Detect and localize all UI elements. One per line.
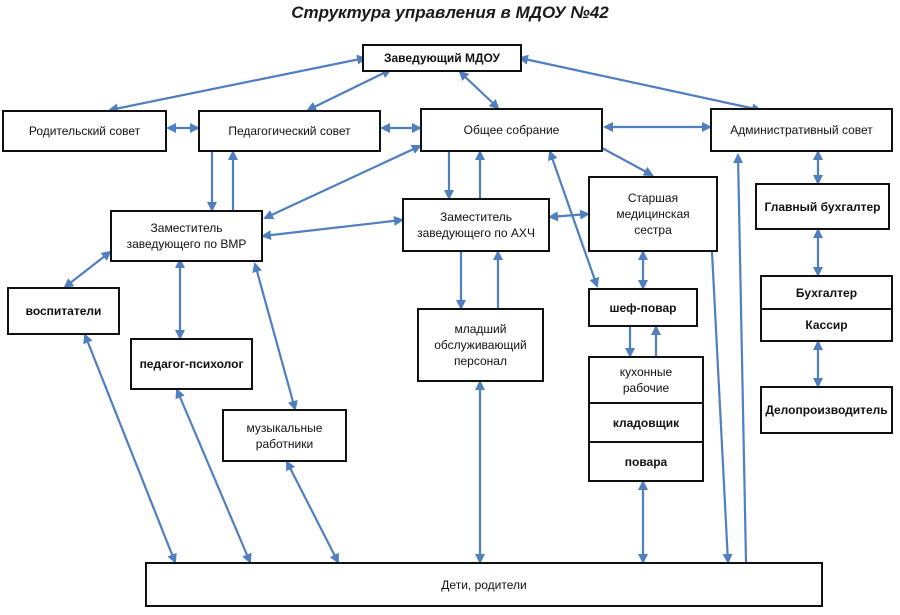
- arrow-children-admin: [733, 153, 748, 563]
- arrow-head-general: [458, 70, 500, 110]
- node-accountant: Бухгалтер: [760, 275, 893, 310]
- arrow-general-nurse: [601, 147, 654, 176]
- node-chief-accountant: Главный бухгалтер: [755, 183, 890, 230]
- node-kitchen-workers: кухонные рабочие: [588, 356, 704, 404]
- arrow-educators-children: [83, 333, 177, 564]
- arrow-head-ped: [306, 69, 392, 111]
- arrow-ahch-nurse: [548, 209, 590, 222]
- diagram-title: Структура управления в МДОУ №42: [291, 3, 609, 22]
- arrow-psych-children: [175, 388, 252, 564]
- node-deputy-vmr: Заместитель заведующего по ВМР: [110, 210, 263, 262]
- node-educators: воспитатели: [7, 287, 120, 335]
- node-ped-council: Педагогический совет: [198, 110, 381, 152]
- node-cooks: повара: [588, 441, 704, 482]
- arrow-general-vmr: [263, 144, 422, 220]
- arrow-vmr-ahch: [261, 215, 404, 241]
- node-cashier: Кассир: [760, 308, 893, 342]
- arrow-head-admin: [518, 54, 762, 114]
- node-general-meeting: Общее собрание: [420, 108, 603, 152]
- node-senior-nurse: Старшая медицинская сестра: [588, 176, 718, 252]
- node-clerk: Делопроизводитель: [760, 386, 893, 434]
- node-chef: шеф-повар: [588, 288, 698, 327]
- node-deputy-ahch: Заместитель заведующего по АХЧ: [402, 198, 550, 252]
- arrow-head-parents: [108, 54, 367, 114]
- node-parents-council: Родительский совет: [2, 110, 167, 152]
- node-admin-council: Административный совет: [710, 108, 893, 152]
- arrow-vmr-music: [252, 262, 298, 411]
- node-junior-staff: младший обслуживающий персонал: [417, 308, 544, 382]
- arrow-vmr-educators: [63, 250, 112, 289]
- arrow-nurse-children: [710, 251, 733, 564]
- node-music-workers: музыкальные работники: [222, 409, 347, 462]
- arrow-music-children: [286, 460, 339, 564]
- node-children-parents: Дети, родители: [145, 562, 823, 607]
- node-psychologist: педагог-психолог: [130, 338, 253, 390]
- node-head: Заведующий МДОУ: [362, 44, 522, 72]
- node-storekeeper: кладовщик: [588, 402, 704, 443]
